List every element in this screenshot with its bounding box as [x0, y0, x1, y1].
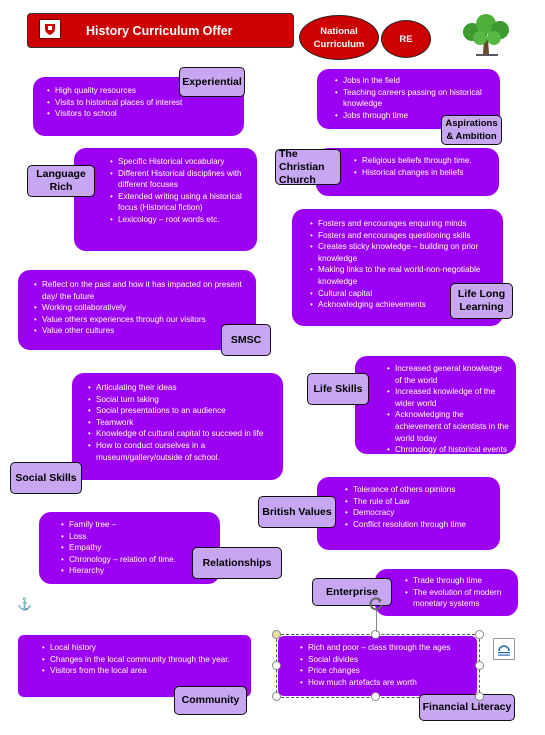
list-item: Teaching careers passing on historical k… — [335, 87, 493, 110]
language-box: Specific Historical vocabulary Different… — [74, 148, 257, 251]
list-item: Increased general knowledge of the world — [387, 363, 510, 386]
list-item: The rule of Law — [345, 496, 494, 508]
resize-handle[interactable] — [371, 630, 380, 639]
re-oval: RE — [381, 20, 431, 58]
community-box: Local history Changes in the local commu… — [18, 635, 251, 697]
british-tag: British Values — [258, 496, 336, 528]
page-title: History Curriculum Offer — [86, 23, 233, 38]
list-item: The evolution of modern monetary systems — [405, 587, 512, 610]
list-item: Conflict resolution through time — [345, 519, 494, 531]
list-item: How to conduct ourselves in a museum/gal… — [88, 440, 236, 463]
smsc-box: Reflect on the past and how it has impac… — [18, 270, 256, 350]
list-item: Different Historical disciplines with di… — [110, 168, 251, 191]
list-item: Rich and poor – class through the ages — [300, 642, 471, 654]
list-item: Chronology – relation of time. — [61, 554, 214, 566]
resize-handle[interactable] — [272, 630, 281, 639]
list-item: Loss — [61, 531, 214, 543]
relationships-tag: Relationships — [192, 547, 282, 579]
list-item: Jobs through time — [335, 110, 494, 122]
list-item: Working collaboratively — [34, 302, 248, 314]
list-item: Chronology of historical events — [387, 444, 510, 456]
rotate-handle-icon[interactable] — [368, 596, 384, 612]
social-tag: Social Skills — [10, 462, 82, 494]
resize-handle[interactable] — [371, 692, 380, 701]
list-item: Fosters and encourages enquiring minds — [310, 218, 497, 230]
list-item: How much artefacts are worth — [300, 677, 471, 689]
list-item: Value other cultures — [34, 325, 248, 337]
church-box: Religious beliefs through time. Historic… — [316, 148, 499, 196]
list-item: Creates sticky knowledge – building on p… — [310, 241, 498, 264]
list-item: Democracy — [345, 507, 494, 519]
financial-tag: Financial Literacy — [419, 694, 515, 721]
list-item: Acknowledging the achievement of scienti… — [387, 409, 510, 444]
community-tag: Community — [174, 686, 247, 715]
list-item: Jobs in the field — [335, 75, 494, 87]
lifeskills-tag: Life Skills — [307, 373, 369, 405]
list-item: Lexicology – root words etc. — [110, 214, 251, 226]
enterprise-box: Trade through time The evolution of mode… — [375, 569, 518, 616]
list-item: Trade through time — [405, 575, 512, 587]
list-item: Knowledge of cultural capital to succeed… — [88, 428, 277, 440]
list-item: Visitors from the local area — [42, 665, 245, 677]
experiential-tag: Experiential — [179, 67, 245, 97]
lifeskills-box: Increased general knowledge of the world… — [355, 356, 516, 456]
list-item: Changes in the local community through t… — [42, 654, 230, 666]
church-tag: The Christian Church — [275, 148, 341, 186]
list-item: Acknowledging achievements — [310, 299, 497, 311]
list-item: Articulating their ideas — [88, 382, 277, 394]
list-item: Value others experiences through our vis… — [34, 314, 248, 326]
experiential-box: High quality resources Visits to histori… — [33, 77, 244, 136]
list-item: Social divides — [300, 654, 471, 666]
national-curriculum-oval: National Curriculum — [299, 15, 379, 60]
list-item: Price changes — [300, 665, 471, 677]
list-item: Making links to the real world-non-negot… — [310, 264, 503, 287]
financial-box[interactable]: Rich and poor – class through the ages S… — [278, 636, 477, 696]
anchor-icon: ⚓ — [17, 597, 32, 611]
list-item: Religious beliefs through time. — [354, 155, 493, 167]
tree-icon — [458, 12, 514, 56]
title-banner: History Curriculum Offer — [27, 13, 294, 48]
list-item: Fosters and encourages questioning skill… — [310, 230, 497, 242]
school-logo-icon — [39, 19, 61, 39]
list-item: Local history — [42, 642, 245, 654]
layout-options-icon[interactable] — [493, 638, 515, 660]
list-item: Tolerance of others opinions — [345, 484, 494, 496]
resize-handle[interactable] — [475, 630, 484, 639]
smsc-tag: SMSC — [221, 324, 271, 356]
resize-handle[interactable] — [475, 661, 484, 670]
list-item: Visitors to school — [47, 108, 236, 120]
list-item: Extended writing using a historical focu… — [110, 191, 251, 214]
social-box: Articulating their ideas Social turn tak… — [72, 373, 283, 480]
resize-handle[interactable] — [272, 661, 281, 670]
enterprise-tag: Enterprise — [312, 578, 392, 606]
list-item: Cultural capital — [310, 288, 497, 300]
list-item: Social presentations to an audience — [88, 405, 277, 417]
resize-handle[interactable] — [475, 692, 484, 701]
list-item: Increased knowledge of the wider world — [387, 386, 510, 409]
list-item: High quality resources — [47, 85, 236, 97]
rotate-connector — [376, 610, 377, 632]
list-item: Historical changes in beliefs — [354, 167, 493, 179]
list-item: Empathy — [61, 542, 214, 554]
relationships-box: Family tree – Loss Empathy Chronology – … — [39, 512, 220, 584]
list-item: Teamwork — [88, 417, 277, 429]
list-item: Family tree – — [61, 519, 214, 531]
resize-handle[interactable] — [272, 692, 281, 701]
list-item: Social turn taking — [88, 394, 277, 406]
list-item: Visits to historical places of interest — [47, 97, 236, 109]
lifelong-tag: Life Long Learning — [450, 283, 513, 319]
list-item: Specific Historical vocabulary — [110, 156, 251, 168]
aspirations-tag: Aspirations & Ambition — [441, 115, 502, 145]
british-box: Tolerance of others opinions The rule of… — [317, 477, 500, 550]
list-item: Reflect on the past and how it has impac… — [34, 279, 248, 302]
list-item: Hierarchy — [61, 565, 214, 577]
language-tag: Language Rich — [27, 165, 95, 197]
